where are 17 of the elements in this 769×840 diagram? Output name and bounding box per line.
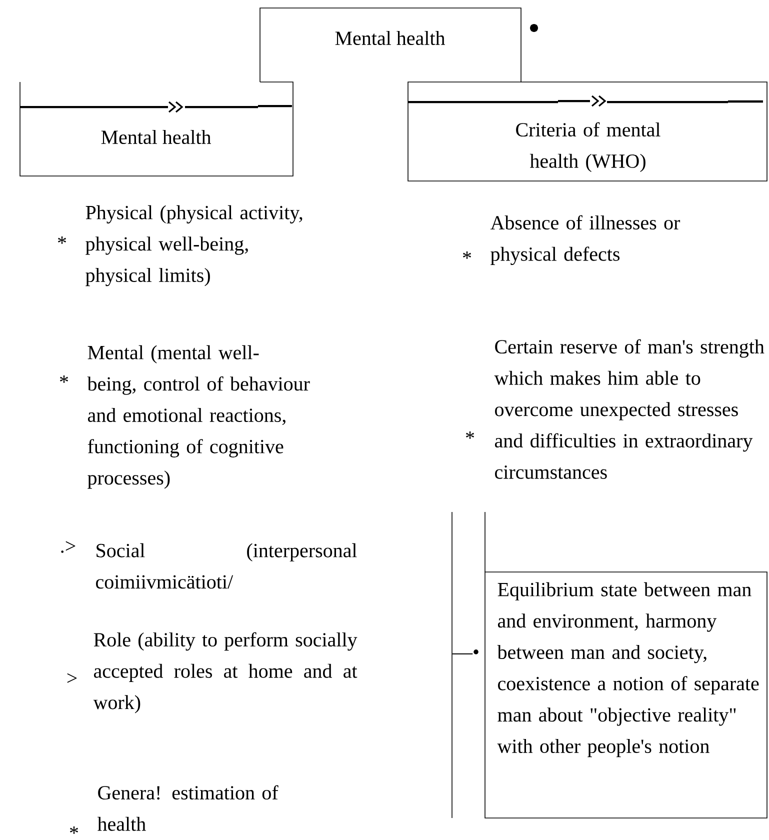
bullet-marker: * (70, 826, 78, 834)
list-item: Certain reserve of man's strength which makes him able to overcome unexpected stresses and difficulties in extraordinary circumstances (494, 339, 764, 479)
bullet-marker: * (466, 431, 474, 439)
list-item: Mental (mental well-being, control of behaviour and emotional reactions, functioning of cognitive processes) (87, 345, 310, 489)
bullet-marker: > (67, 673, 77, 683)
list-item: Role (ability to perform socially accepted roles at home and at work) (93, 632, 358, 714)
list-item: Social (interpersonal coimiivmicätioti/ (96, 543, 357, 589)
list-item: Absence of illnesses or physical defects (490, 215, 680, 265)
bullet-marker: * (462, 251, 472, 259)
list-item: Physical (physical activity, physical well-being, physical limits) (86, 205, 302, 286)
bullet-marker: * (58, 236, 66, 244)
bullet-marker: * (60, 375, 68, 383)
box: Mental health (260, 8, 522, 82)
bullet-marker: .> (61, 541, 76, 553)
list-item: Genera! estimation of health (97, 785, 278, 831)
box: Equilibrium state between man and environment, harmony between man and society, coexistence a notion of separate man about "objective reality" with other people's notion (484, 572, 768, 818)
box: Criteria of mental health (WHO) (408, 82, 768, 182)
